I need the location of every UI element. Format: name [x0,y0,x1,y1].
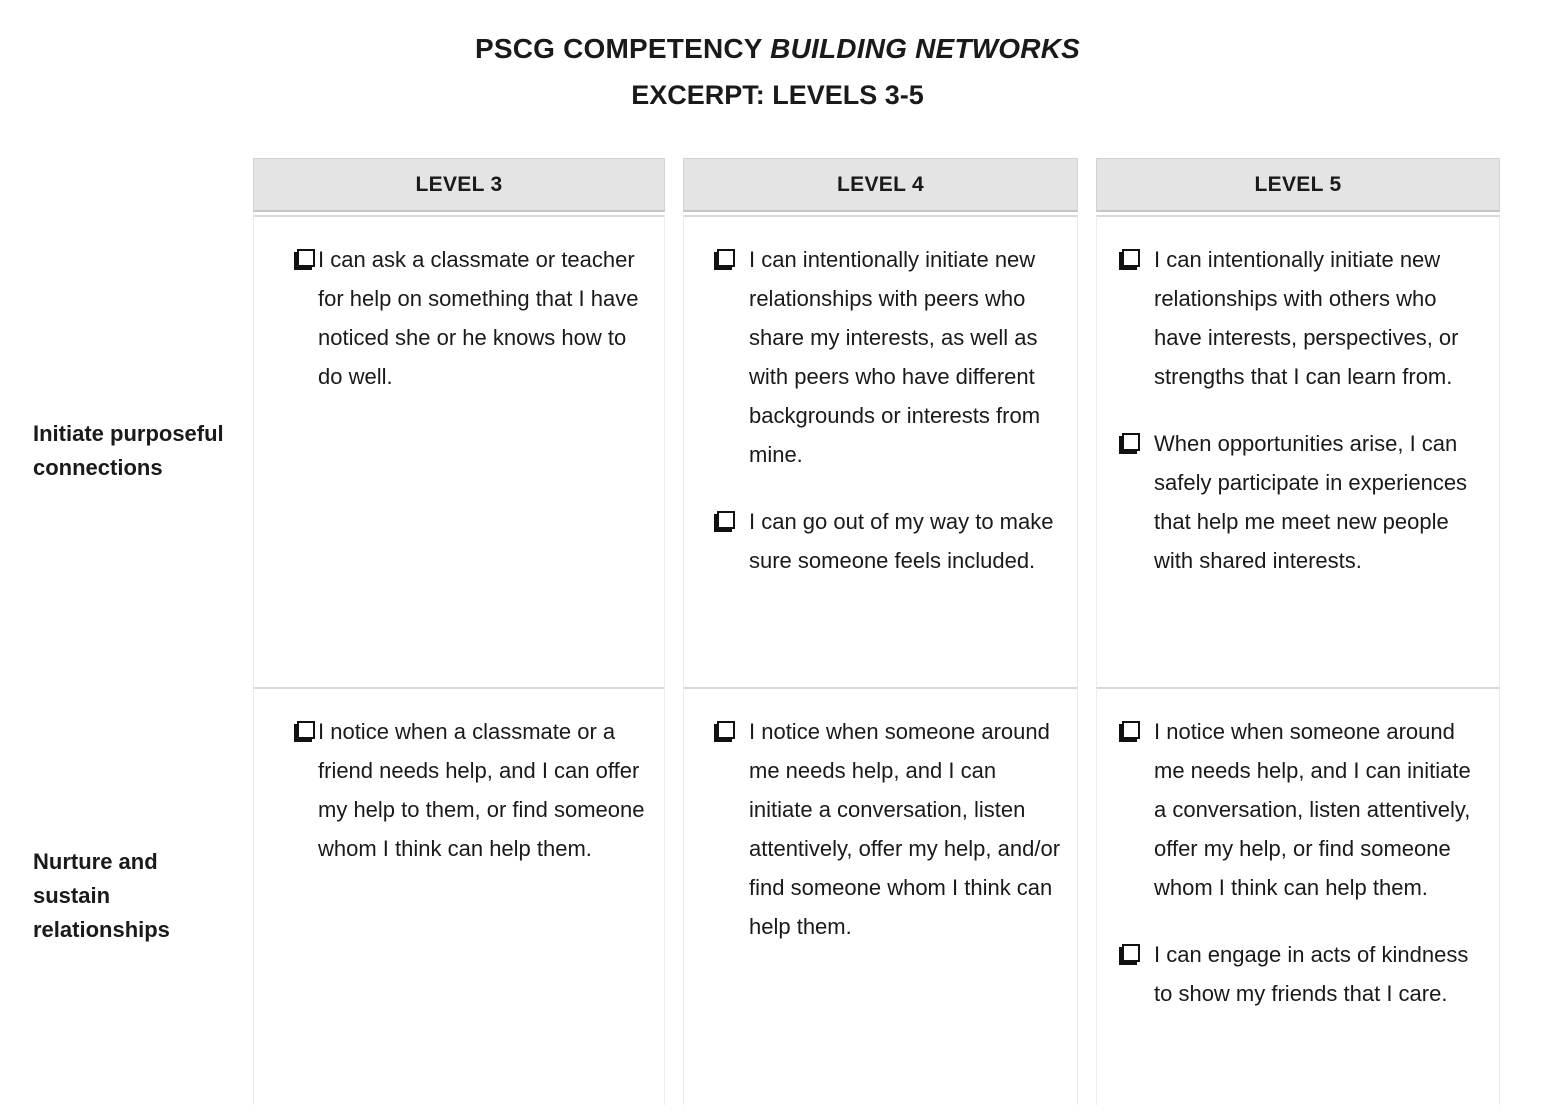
checkbox-icon [1122,944,1140,962]
competency-item: I notice when a classmate or a friend ne… [294,712,652,868]
title-competency-text: PSCG COMPETENCY [474,33,771,64]
row-label-nurture-and-sustain-relationships: Nurture and sustain relationships [33,849,170,942]
checkbox-icon [717,721,735,739]
competency-item: I can go out of my way to make sure some… [714,502,1065,580]
competency-item: When opportunities arise, I can safely p… [1119,424,1487,580]
title-line-2: EXCERPT: LEVELS 3-5 [631,80,924,110]
cell-row1-level4: I can intentionally initiate new relatio… [683,215,1078,687]
competency-item: I notice when someone around me needs he… [714,712,1065,946]
competency-item: I can engage in acts of kindness to show… [1119,935,1487,1013]
row-label-initiate-purposeful-connections: Initiate purposeful connections [33,421,224,480]
cell-row2-level5: I notice when someone around me needs he… [1096,687,1500,1105]
competency-item: I can intentionally initiate new relatio… [714,240,1065,474]
competency-item-text: I can go out of my way to make sure some… [749,509,1054,573]
title-line-1: PSCG COMPETENCY BUILDING NETWORKS [0,26,1555,72]
competency-item: I can ask a classmate or teacher for hel… [294,240,652,396]
competency-item-text: When opportunities arise, I can safely p… [1154,431,1468,573]
competency-item: I notice when someone around me needs he… [1119,712,1487,907]
competency-item-text: I can ask a classmate or teacher for hel… [318,247,639,389]
competency-item-text: I can engage in acts of kindness to show… [1154,942,1469,1006]
competency-item-text: I notice when someone around me needs he… [749,719,1061,939]
title-competency-name: BUILDING NETWORKS [770,33,1080,64]
column-header-level-3: LEVEL 3 [253,158,665,212]
cell-row1-level3: I can ask a classmate or teacher for hel… [253,215,665,687]
checkbox-icon [297,249,315,267]
cell-row2-level3: I notice when a classmate or a friend ne… [253,687,665,1105]
table-corner-spacer [0,158,235,215]
checkbox-icon [717,511,735,529]
competency-table: LEVEL 3 LEVEL 4 LEVEL 5 Initiate purpose… [0,158,1500,1105]
cell-row1-level5: I can intentionally initiate new relatio… [1096,215,1500,687]
column-header-level-5: LEVEL 5 [1096,158,1500,212]
checkbox-icon [1122,721,1140,739]
cell-row2-level4: I notice when someone around me needs he… [683,687,1078,1105]
checkbox-icon [1122,433,1140,451]
checkbox-icon [297,721,315,739]
competency-item: I can intentionally initiate new relatio… [1119,240,1487,396]
checkbox-icon [717,249,735,267]
checkbox-icon [1122,249,1140,267]
competency-item-text: I can intentionally initiate new relatio… [1154,247,1459,389]
column-header-level-4: LEVEL 4 [683,158,1078,212]
competency-item-text: I notice when someone around me needs he… [1154,719,1471,900]
document-title: PSCG COMPETENCY BUILDING NETWORKS EXCERP… [0,26,1555,118]
competency-item-text: I can intentionally initiate new relatio… [749,247,1041,467]
competency-item-text: I notice when a classmate or a friend ne… [318,719,645,861]
